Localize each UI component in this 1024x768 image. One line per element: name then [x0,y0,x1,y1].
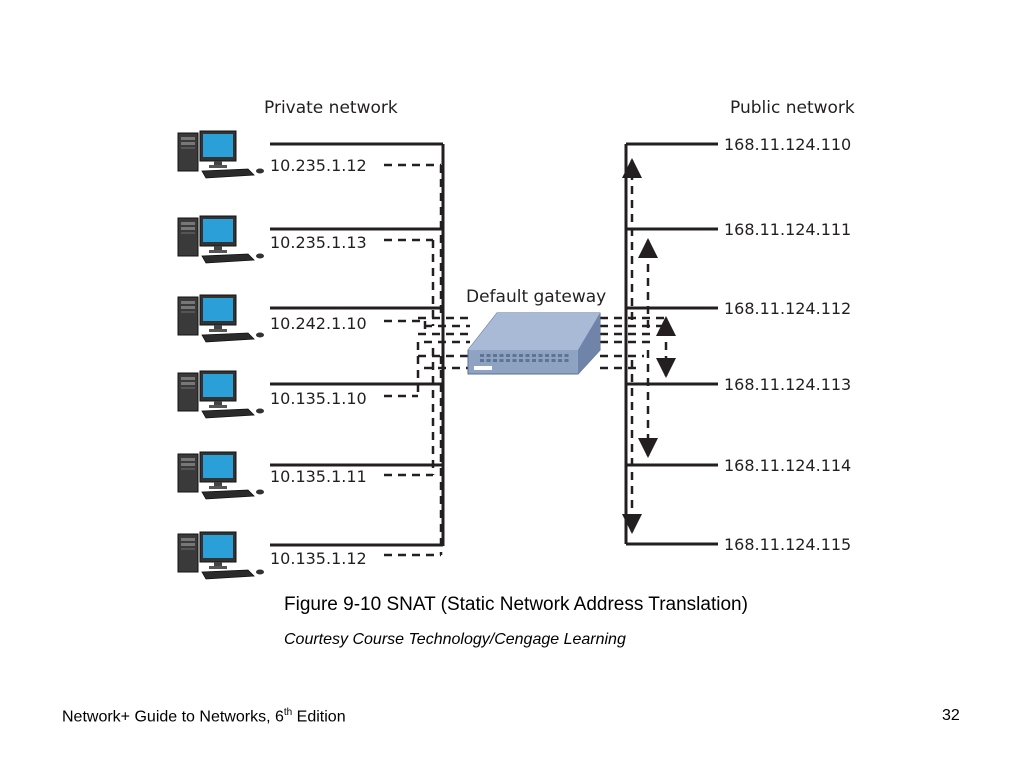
public-ip-label: 168.11.124.110 [724,135,851,154]
public-address: 168.11.124.114 [626,456,851,475]
private-ip-label: 10.235.1.12 [270,156,367,175]
gateway-label: Default gateway [466,287,606,307]
private-ip-label: 10.135.1.10 [270,389,367,408]
private-host: 10.235.1.12 [177,130,443,179]
public-network-label: Public network [730,98,855,118]
private-host: 10.242.1.10 [177,294,443,343]
public-address: 168.11.124.110 [626,135,851,154]
private-host: 10.135.1.10 [177,370,443,419]
private-ip-label: 10.235.1.13 [270,233,367,252]
private-ip-label: 10.135.1.11 [270,467,367,486]
private-ip-label: 10.242.1.10 [270,314,367,333]
public-ip-label: 168.11.124.114 [724,456,851,475]
private-ip-label: 10.135.1.12 [270,549,367,568]
figure-credit: Courtesy Course Technology/Cengage Learn… [284,631,626,648]
public-address: 168.11.124.115 [626,535,851,554]
public-ip-label: 168.11.124.112 [724,299,851,318]
desktop-computer-icon [177,294,265,343]
desktop-computer-icon [177,451,265,500]
desktop-computer-icon [177,370,265,419]
desktop-computer-icon [177,130,265,179]
router-icon [467,312,601,375]
public-address: 168.11.124.113 [626,375,851,394]
private-host: 10.235.1.13 [177,215,443,264]
desktop-computer-icon [177,531,265,580]
footer-page-number: 32 [942,707,960,724]
private-host: 10.135.1.12 [177,531,443,580]
private-network-label: Private network [264,98,398,118]
figure-caption: Figure 9-10 SNAT (Static Network Address… [284,594,748,615]
footer-book-title: Network+ Guide to Networks, 6th Edition [62,707,346,726]
public-ip-label: 168.11.124.113 [724,375,851,394]
public-address: 168.11.124.111 [626,220,851,239]
desktop-computer-icon [177,215,265,264]
public-ip-label: 168.11.124.115 [724,535,851,554]
public-address: 168.11.124.112 [626,299,851,318]
public-ip-label: 168.11.124.111 [724,220,851,239]
private-host: 10.135.1.11 [177,451,443,500]
